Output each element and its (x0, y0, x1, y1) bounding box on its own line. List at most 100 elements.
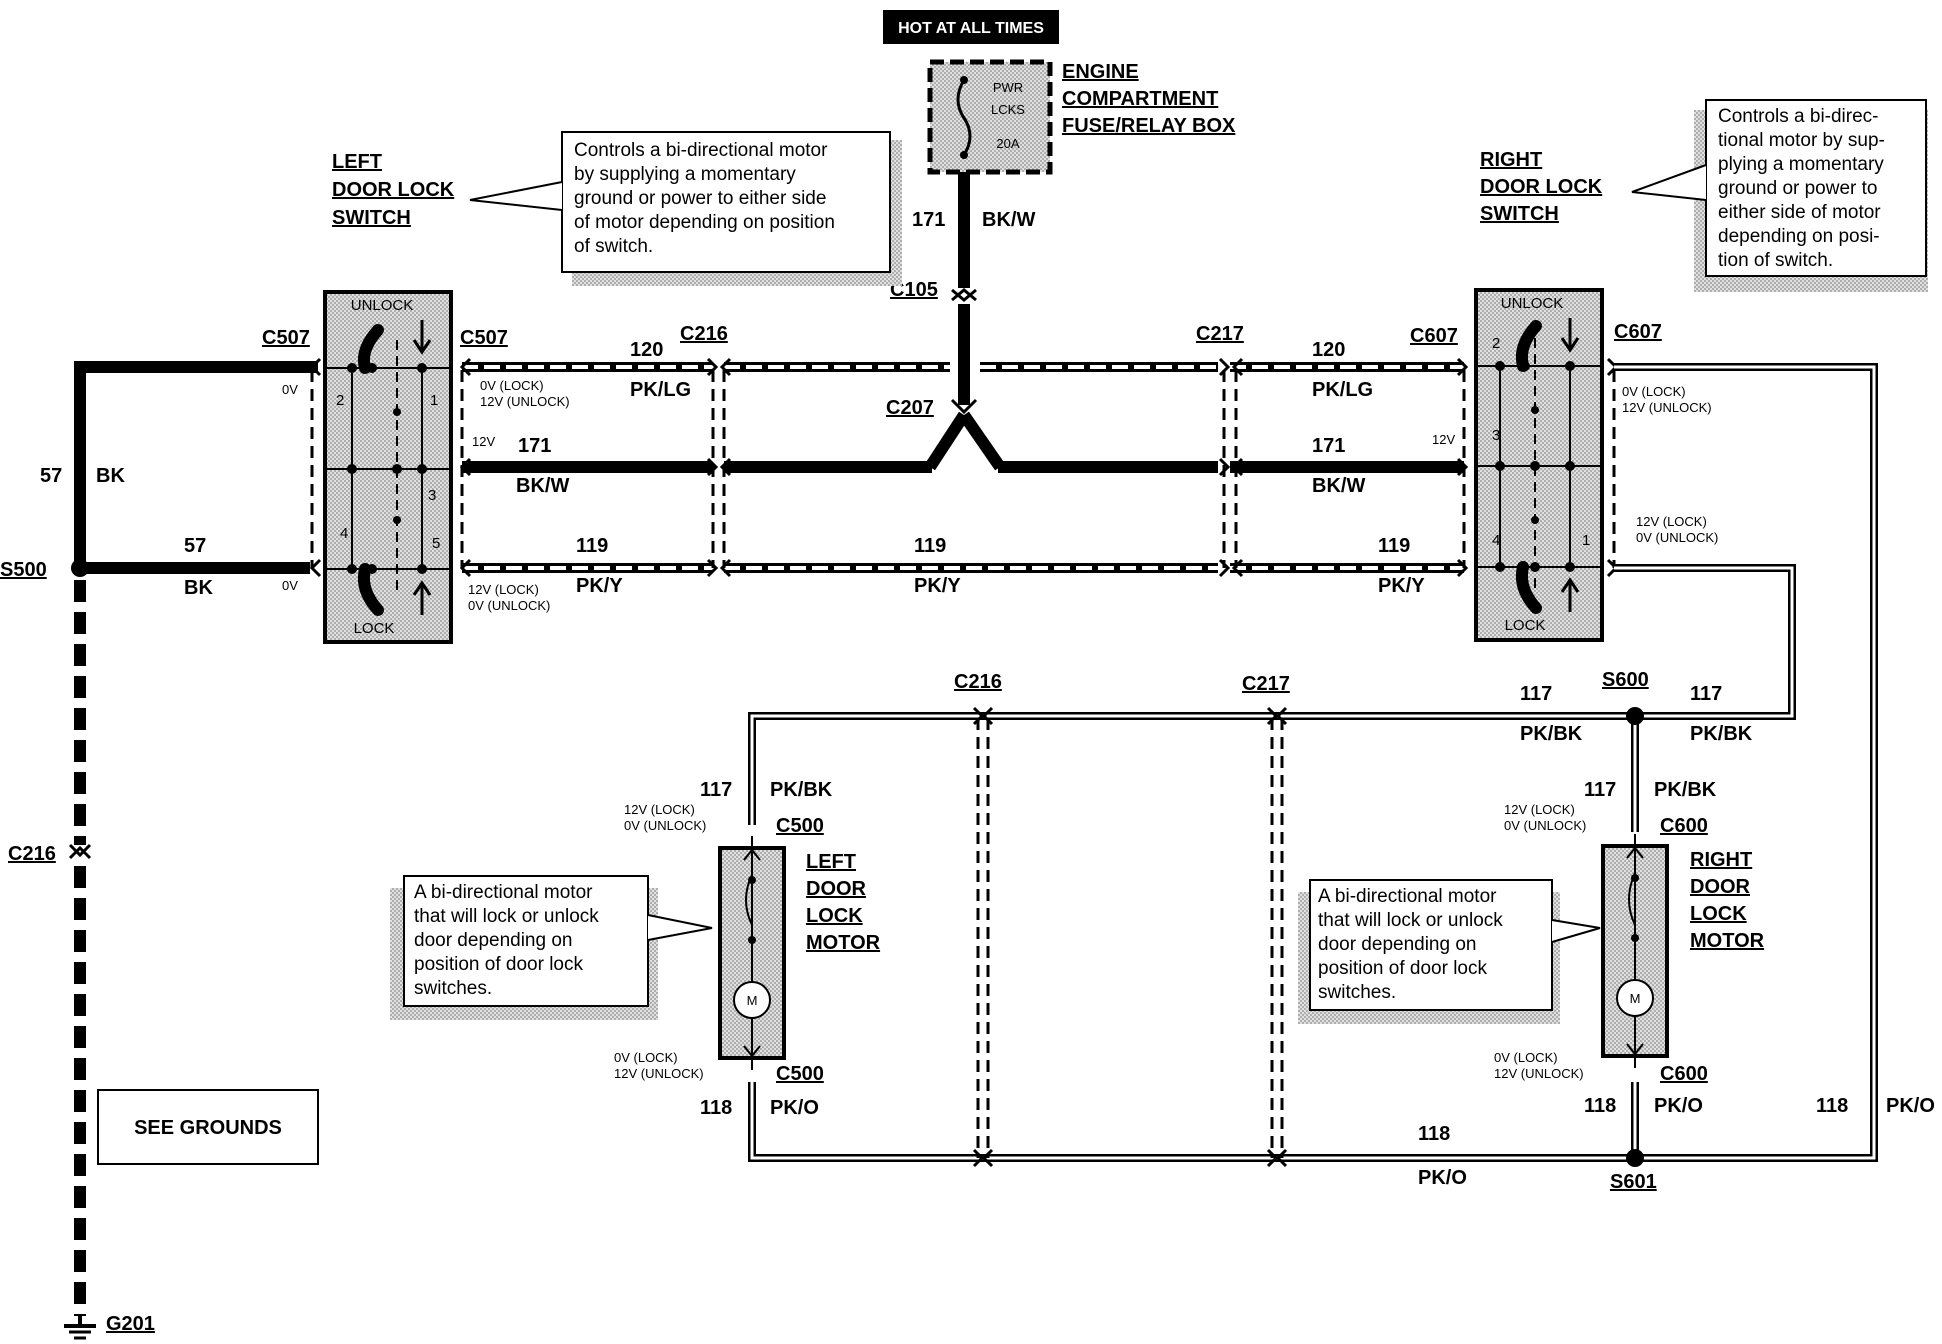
see-grounds-box[interactable]: SEE GROUNDS (97, 1089, 319, 1165)
wire-57-upper (74, 361, 318, 566)
w118-color-far: PK/O (1886, 1095, 1935, 1117)
svg-text:LEFT: LEFT (332, 151, 382, 173)
left-motor-note: A bi-directional motor that will lock or… (390, 875, 713, 1020)
w120-color-left: PK/LG (630, 379, 691, 401)
svg-text:PWR: PWR (993, 80, 1023, 95)
svg-text:M: M (1630, 991, 1641, 1006)
v-left-120-b: 12V (UNLOCK) (480, 394, 570, 409)
c216-label-bottom: C216 (954, 671, 1002, 693)
svg-text:tion of switch.: tion of switch. (1718, 250, 1833, 271)
wire-171-number: 171 (912, 209, 945, 231)
svg-text:of switch.: of switch. (574, 236, 653, 257)
svg-text:4: 4 (340, 525, 348, 542)
right-switch-note: Controls a bi-direc- tional motor by sup… (1631, 99, 1928, 292)
svg-text:of motor depending on position: of motor depending on position (574, 212, 835, 233)
w117-color-b: PK/BK (1690, 723, 1753, 745)
svg-text:UNLOCK: UNLOCK (1501, 295, 1564, 312)
wire-171-split (924, 411, 1005, 471)
svg-text:3: 3 (1492, 427, 1500, 444)
left-door-lock-switch: UNLOCK LOCK 2 1 3 4 5 (323, 290, 453, 644)
w119-color-mid: PK/Y (914, 575, 961, 597)
w117-color-right: PK/BK (1654, 779, 1717, 801)
c500-label-bottom: C500 (776, 1063, 824, 1085)
svg-text:G201: G201 (106, 1313, 155, 1335)
v-right-118-b: 12V (UNLOCK) (1494, 1066, 1584, 1081)
c600-label-top: C600 (1660, 815, 1708, 837)
w119-color-right: PK/Y (1378, 575, 1425, 597)
svg-text:MOTOR: MOTOR (1690, 930, 1765, 952)
wire-118 (748, 363, 1878, 1162)
hot-at-all-times-badge: HOT AT ALL TIMES (883, 10, 1059, 44)
svg-text:either side of motor: either side of motor (1718, 202, 1881, 223)
svg-text:DOOR: DOOR (806, 878, 867, 900)
svg-text:LOCK: LOCK (354, 620, 395, 637)
right-motor-title: RIGHT DOOR LOCK MOTOR (1690, 849, 1765, 952)
v-12v-right: 12V (1432, 432, 1455, 447)
w117-number-right: 117 (1584, 779, 1616, 801)
bottom-connector-glyphs (972, 706, 1288, 1168)
svg-text:LOCK: LOCK (1505, 617, 1546, 634)
svg-text:FUSE/RELAY BOX: FUSE/RELAY BOX (1062, 115, 1236, 137)
v-left-119-a: 12V (LOCK) (468, 582, 539, 597)
w117-color-a: PK/BK (1520, 723, 1583, 745)
svg-text:M: M (747, 993, 758, 1008)
w118-number-far: 118 (1816, 1095, 1848, 1117)
v-left-118-a: 0V (LOCK) (614, 1050, 678, 1065)
w119-number-mid: 119 (914, 535, 946, 557)
w117-number-left: 117 (700, 779, 732, 801)
w120-number-right: 120 (1312, 339, 1345, 361)
w117-number-b: 117 (1690, 683, 1722, 705)
w118-color-left: PK/O (770, 1097, 819, 1119)
c507-label-left: C507 (262, 327, 310, 349)
left-door-lock-motor: M (718, 836, 786, 1070)
svg-text:UNLOCK: UNLOCK (351, 297, 414, 314)
bk-color-left: BK (96, 465, 125, 487)
svg-text:door depending on: door depending on (414, 930, 572, 951)
svg-text:S600: S600 (1602, 669, 1649, 691)
v-right-117-b: 0V (UNLOCK) (1504, 818, 1586, 833)
v-right-120-a: 0V (LOCK) (1622, 384, 1686, 399)
s500-splice: S500 (0, 559, 89, 581)
svg-text:position of door lock: position of door lock (1318, 958, 1487, 979)
svg-text:RIGHT: RIGHT (1690, 849, 1752, 871)
svg-text:depending on posi-: depending on posi- (1718, 226, 1880, 247)
svg-text:ground or power to: ground or power to (1718, 178, 1878, 199)
right-door-lock-motor: M (1601, 834, 1669, 1068)
svg-text:5: 5 (432, 535, 440, 552)
c607-label-left: C607 (1410, 325, 1458, 347)
c207-connector: C207 (886, 397, 978, 419)
v-right-120-b: 12V (UNLOCK) (1622, 400, 1712, 415)
g201-ground-symbol: G201 (64, 1313, 155, 1340)
svg-text:3: 3 (428, 487, 436, 504)
right-switch-title: RIGHT DOOR LOCK SWITCH (1480, 149, 1603, 225)
v-right-119-a: 12V (LOCK) (1636, 514, 1707, 529)
v-left-118-b: 12V (UNLOCK) (614, 1066, 704, 1081)
w120-number-left: 120 (630, 339, 663, 361)
left-switch-note: Controls a bi-directional motor by suppl… (469, 131, 902, 286)
w119-number-left: 119 (576, 535, 608, 557)
w171-number-left: 171 (518, 435, 551, 457)
w120-color-right: PK/LG (1312, 379, 1373, 401)
svg-text:DOOR LOCK: DOOR LOCK (1480, 176, 1603, 198)
svg-text:SWITCH: SWITCH (332, 207, 411, 229)
svg-text:position of door lock: position of door lock (414, 954, 583, 975)
v-left-117-a: 12V (LOCK) (624, 802, 695, 817)
c216-label-top: C216 (680, 323, 728, 345)
svg-text:LEFT: LEFT (806, 851, 856, 873)
svg-text:SEE GROUNDS: SEE GROUNDS (134, 1117, 282, 1139)
right-motor-note: A bi-directional motor that will lock or… (1298, 879, 1601, 1024)
w171-color-left: BK/W (516, 475, 569, 497)
svg-text:switches.: switches. (1318, 982, 1396, 1003)
v-left-117-b: 0V (UNLOCK) (624, 818, 706, 833)
w118-number-bottom: 118 (1418, 1123, 1450, 1145)
svg-text:SWITCH: SWITCH (1480, 203, 1559, 225)
c600-label-bottom: C600 (1660, 1063, 1708, 1085)
svg-text:MOTOR: MOTOR (806, 932, 881, 954)
v-left-119-b: 0V (UNLOCK) (468, 598, 550, 613)
c607-label-right: C607 (1614, 321, 1662, 343)
v-12v-left: 12V (472, 434, 495, 449)
svg-text:that will lock or unlock: that will lock or unlock (414, 906, 599, 927)
svg-text:HOT AT ALL TIMES: HOT AT ALL TIMES (898, 20, 1044, 37)
left-motor-title: LEFT DOOR LOCK MOTOR (806, 851, 881, 954)
v-right-119-b: 0V (UNLOCK) (1636, 530, 1718, 545)
